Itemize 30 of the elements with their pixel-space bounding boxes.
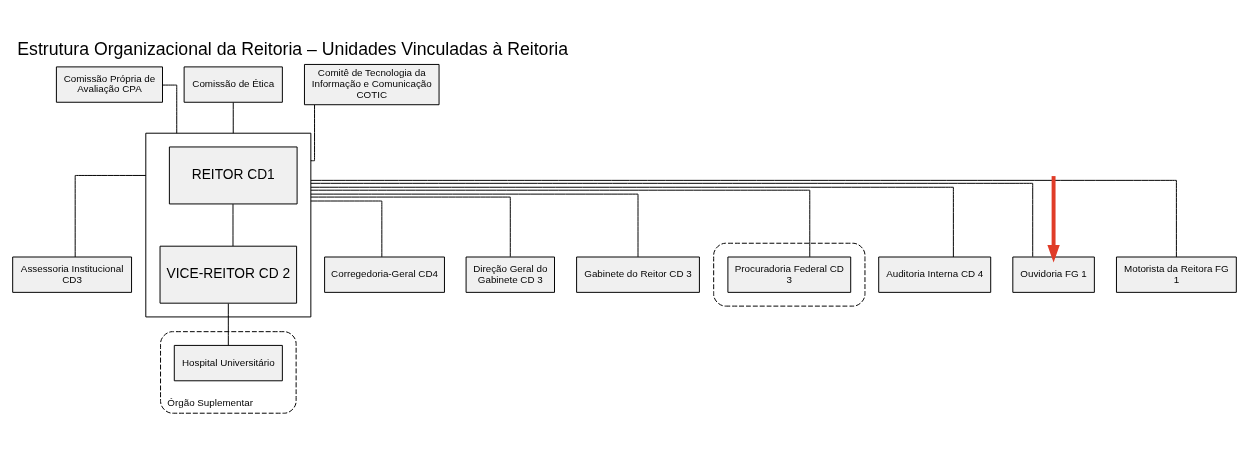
node-box: Motorista da Reitora FG 1 [1115, 256, 1237, 293]
connector [232, 101, 234, 134]
connector [310, 186, 954, 257]
node-box: Assessoria Institucional CD3 [12, 256, 133, 293]
node-box: Auditoria Interna CD 4 [878, 256, 992, 293]
connector [310, 196, 511, 257]
cluster [145, 132, 312, 317]
node-box: VICE-REITOR CD 2 [159, 245, 298, 304]
node-box: Comissão Própria de Avaliação CPA [55, 65, 163, 103]
connector [74, 174, 147, 257]
connector [310, 104, 316, 161]
connector [310, 200, 383, 257]
node-box: Direção Geral do Gabinete CD 3 [465, 256, 555, 293]
node-box: REITOR CD1 [168, 145, 298, 204]
connector [310, 193, 639, 257]
arrow [1047, 175, 1060, 263]
connector [310, 189, 811, 257]
connector [227, 302, 229, 346]
diagram-title: Estrutura Organizacional da Reitoria – Unidades Vinculadas à Reitoria [17, 38, 569, 59]
node-box: Ouvidoria FG 1 [1012, 256, 1095, 293]
node-box: Comitê de Tecnologia da Informação e Comunicação COTIC [303, 63, 440, 105]
connector [310, 179, 1177, 257]
node-box: Comissão de Ética [183, 65, 283, 103]
node-box: Hospital Universitário [173, 344, 283, 381]
cluster [713, 242, 866, 307]
node-box: Procuradoria Federal CD 3 [727, 256, 852, 293]
node-box: Gabinete do Reitor CD 3 [576, 256, 700, 293]
connector [232, 203, 234, 247]
connector [310, 182, 1034, 257]
node-box: Corregedoria-Geral CD4 [324, 256, 445, 293]
